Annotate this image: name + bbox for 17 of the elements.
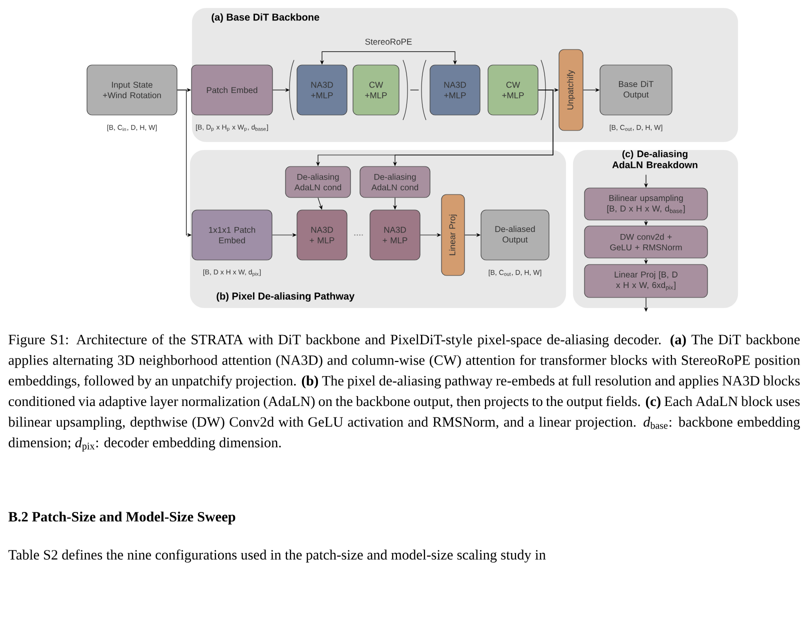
block: NA3D +MLP <box>296 64 348 116</box>
block: NA3D + MLP <box>296 210 348 260</box>
block: NA3D + MLP <box>370 210 420 260</box>
block: De-aliasing AdaLN cond <box>285 166 351 198</box>
block: DW conv2d + GeLU + RMSNorm <box>584 226 708 258</box>
section-heading: B.2 Patch-Size and Model-Size Sweep <box>8 512 236 524</box>
block: Unpatchify <box>558 49 584 131</box>
body-text: Table S2 defines the nine configurations used in the patch-size and model-size scaling study in <box>8 549 546 563</box>
block: CW +MLP <box>488 64 538 116</box>
block: De-aliasing AdaLN cond <box>360 166 430 198</box>
block: Bilinear upsampling [B, D x H x W, d$_{base}$] <box>584 188 708 220</box>
block: NA3D +MLP <box>430 64 480 116</box>
block: Linear Proj [B, D x H x W, 6xd$_{pix}$] <box>584 264 708 298</box>
block: CW +MLP <box>352 64 400 116</box>
edge-label: StereoRoPE <box>365 38 412 45</box>
block: Linear Proj <box>441 194 465 276</box>
caption: Figure S1: Architecture of the STRATA with DiT backbone and PixelDiT-style pixel-space de-aliasing decoder. (a) The DiT backbone applies alternating 3D neighborhood attention (NA3D) and column-wise (CW) attention for transformer blocks with StereoRoPE position embeddings, followed by an unpatchify projection. (b) The pixel de-aliasing pathway re-embeds at full resolution and applies NA3D blocks conditioned via adaptive layer normalization (AdaLN) on the backbone output, then projects to the output fields. (c) Each AdaLN block uses bilinear upsampling, depthwise (DW) Conv2d with GeLU activation and RMSNorm, and a linear projection. d$_{base}$: backbone embedding dimension; d$_{pix}$: decoder embedding dimension. <box>8 334 800 452</box>
